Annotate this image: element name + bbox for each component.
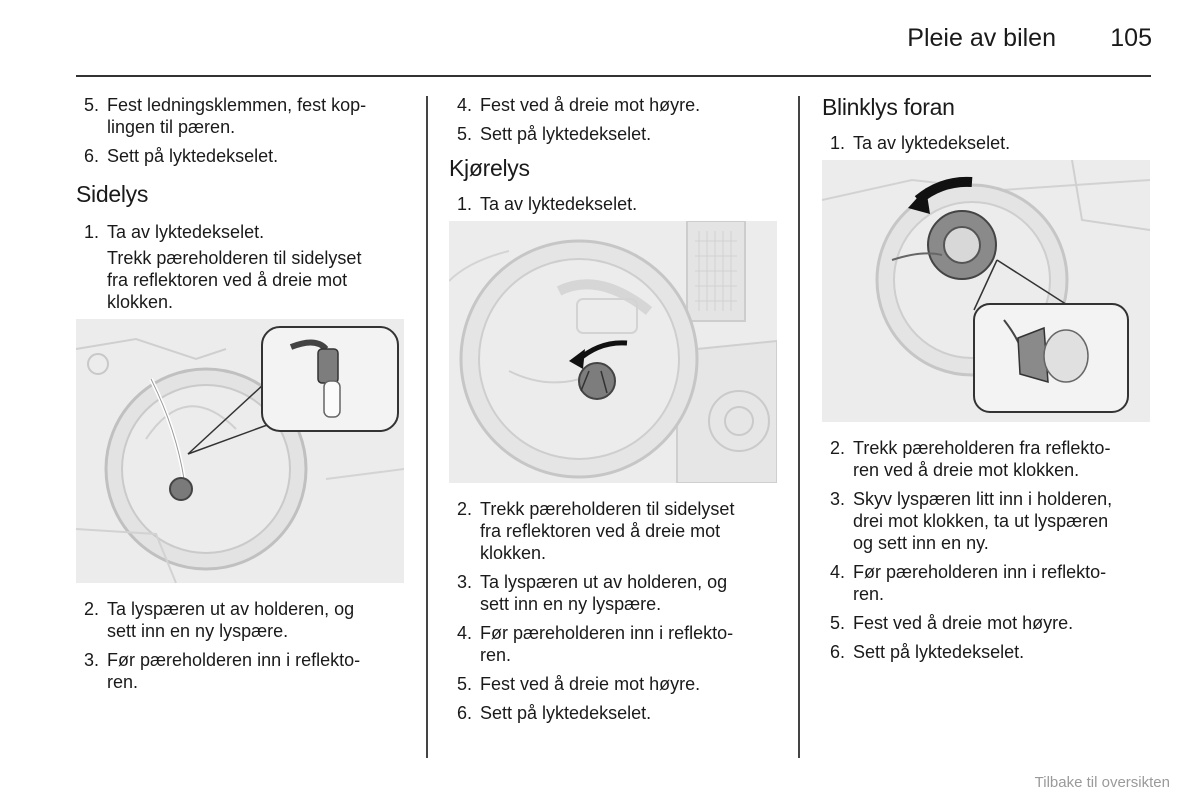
step-number: 4.: [457, 623, 473, 643]
section-heading-kjorelys: Kjørelys: [449, 155, 530, 181]
blinklys-illustration: [822, 160, 1150, 422]
step-text: Ta av lyktedekselet.: [107, 222, 265, 242]
step-text: Fest ved å dreie mot høyre.: [853, 613, 1074, 633]
step-text: Sett på lyktedekselet.: [107, 146, 279, 166]
list-item: 4. Før pæreholderen inn i reflekto- ren.: [822, 561, 1152, 605]
column-divider-2: [798, 96, 800, 758]
step-number: 4.: [457, 95, 473, 115]
column-blinklys: Blinklys foran 1. Ta av lyktedekselet. 2…: [822, 94, 1152, 670]
bulb-holder-diagram: [76, 319, 404, 583]
step-number: 1.: [830, 133, 846, 153]
step-number: 6.: [84, 146, 100, 166]
list-item: 6. Sett på lyktedekselet.: [76, 145, 406, 167]
step-number: 5.: [457, 674, 473, 694]
step-text: Ta av lyktedekselet.: [853, 133, 1011, 153]
step-number: 2.: [84, 599, 100, 619]
step-number: 4.: [830, 562, 846, 582]
step-text: Fest ved å dreie mot høyre.: [480, 95, 701, 115]
list-item: 3. Ta lyspæren ut av holderen, og sett i…: [449, 571, 779, 615]
step-text: Før pæreholderen inn i reflekto- ren.: [107, 650, 361, 692]
step-number: 6.: [457, 703, 473, 723]
list-item: 3. Skyv lyspæren litt inn i holderen, dr…: [822, 488, 1152, 554]
column-kjorelys: 4. Fest ved å dreie mot høyre. 5. Sett p…: [449, 94, 779, 731]
list-item: 5. Fest ledningsklemmen, fest kop- linge…: [76, 94, 406, 138]
step-text: Før pæreholderen inn i reflekto- ren.: [480, 623, 734, 665]
step-number: 5.: [830, 613, 846, 633]
sidelys-illustration: [76, 319, 404, 583]
section-heading-blinklys: Blinklys foran: [822, 94, 955, 120]
daytime-light-diagram: [449, 221, 777, 483]
list-item: 6. Sett på lyktedekselet.: [822, 641, 1152, 663]
list-item: 5. Fest ved å dreie mot høyre.: [449, 673, 779, 695]
section-heading-sidelys: Sidelys: [76, 181, 149, 207]
step-number: 3.: [84, 650, 100, 670]
step-text: Ta av lyktedekselet.: [480, 194, 638, 214]
step-text: Sett på lyktedekselet.: [853, 642, 1025, 662]
steps-after-figure: 2. Ta lyspæren ut av holderen, og sett i…: [76, 598, 406, 693]
step-number: 2.: [457, 499, 473, 519]
column-sidelys: 5. Fest ledningsklemmen, fest kop- linge…: [76, 94, 406, 700]
step-number: 1.: [84, 222, 100, 242]
list-item: 2. Ta lyspæren ut av holderen, og sett i…: [76, 598, 406, 642]
list-item: 4. Fest ved å dreie mot høyre.: [449, 94, 779, 116]
step-number: 1.: [457, 194, 473, 214]
step-number: 3.: [457, 572, 473, 592]
step-text: Fest ved å dreie mot høyre.: [480, 674, 701, 694]
list-item: 2. Trekk pæreholderen til sidelyset fra …: [449, 498, 779, 564]
list-item: 1. Ta av lyktedekselet.: [76, 221, 406, 243]
list-item: 3. Før pæreholderen inn i reflekto- ren.: [76, 649, 406, 693]
step-number: 6.: [830, 642, 846, 662]
step-number: 5.: [457, 124, 473, 144]
list-item: 1. Ta av lyktedekselet.: [449, 193, 779, 215]
step-text: Før pæreholderen inn i reflekto- ren.: [853, 562, 1107, 604]
step-text: Trekk pæreholderen til sidelyset fra ref…: [480, 499, 735, 563]
list-item: 5. Sett på lyktedekselet.: [449, 123, 779, 145]
step-text: Fest ledningsklemmen, fest kop- lingen t…: [107, 95, 367, 137]
list-item: 5. Fest ved å dreie mot høyre.: [822, 612, 1152, 634]
step-text: Ta lyspæren ut av holderen, og sett inn …: [480, 572, 728, 614]
page-title: Pleie av bilen: [907, 24, 1056, 52]
steps-after-figure: 2. Trekk pæreholderen fra reflekto- ren …: [822, 437, 1152, 663]
list-item: 1. Ta av lyktedekselet.: [822, 132, 1152, 154]
indicator-bulb-diagram: [822, 160, 1150, 422]
step-text: Trekk pæreholderen fra reflekto- ren ved…: [853, 438, 1111, 480]
step-note: Trekk pæreholderen til sidelyset fra ref…: [107, 248, 362, 312]
step-number: 3.: [830, 489, 846, 509]
step-number: 2.: [830, 438, 846, 458]
steps-after-figure: 2. Trekk pæreholderen til sidelyset fra …: [449, 498, 779, 724]
column-divider-1: [426, 96, 428, 758]
step-text: Skyv lyspæren litt inn i holderen, drei …: [853, 489, 1113, 553]
list-item: 6. Sett på lyktedekselet.: [449, 702, 779, 724]
step-number: 5.: [84, 95, 100, 115]
steps-continued: 5. Fest ledningsklemmen, fest kop- linge…: [76, 94, 406, 167]
page-number: 105: [1110, 24, 1152, 52]
step-text: Sett på lyktedekselet.: [480, 124, 652, 144]
step-text: Ta lyspæren ut av holderen, og sett inn …: [107, 599, 355, 641]
list-item: 4. Før pæreholderen inn i reflekto- ren.: [449, 622, 779, 666]
back-to-overview-link[interactable]: Tilbake til oversikten: [1034, 774, 1170, 791]
list-item: 2. Trekk pæreholderen fra reflekto- ren …: [822, 437, 1152, 481]
header-rule: [76, 75, 1151, 77]
step-text: Sett på lyktedekselet.: [480, 703, 652, 723]
kjorelys-illustration: [449, 221, 777, 483]
steps-continued: 4. Fest ved å dreie mot høyre. 5. Sett p…: [449, 94, 779, 145]
